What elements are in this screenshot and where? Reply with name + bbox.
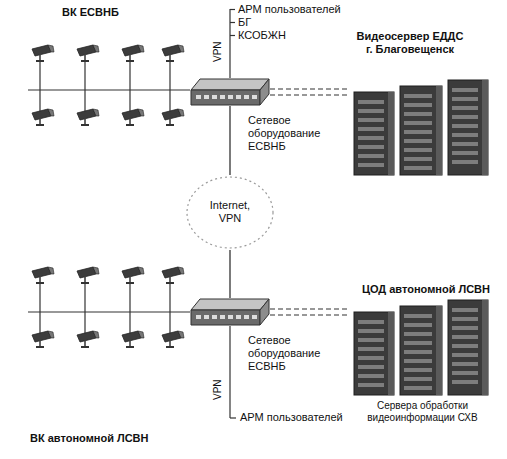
endpoint-label: АРМ пользователей — [240, 411, 343, 424]
network-link — [270, 309, 350, 315]
server-rack: ЦОД автономной ЛСВНСервера обработки вид… — [350, 300, 490, 395]
rack-shape — [350, 80, 490, 175]
network-link — [229, 250, 230, 298]
node-label: Сетевое оборудование ЕСВНБ — [248, 334, 343, 374]
switch-shape — [190, 78, 270, 106]
camera-icon — [32, 45, 184, 126]
group-label: ВК ЕСВНБ — [62, 6, 119, 19]
node-label: Видеосервер ЕДДС г. Благовещенск — [355, 30, 465, 56]
server-rack: Видеосервер ЕДДС г. Благовещенск — [350, 80, 490, 175]
switch-shape — [190, 298, 270, 326]
node-label: Сетевое оборудование ЕСВНБ — [248, 114, 343, 154]
endpoint-label: БГ — [238, 16, 251, 29]
endpoint-label: КСОБЖН — [238, 29, 286, 42]
link-label: VPN — [212, 379, 224, 400]
endpoint-label: АРМ пользователей — [238, 3, 341, 16]
rack-shape — [350, 300, 490, 395]
camera-group — [28, 62, 190, 112]
uplink-wire — [230, 326, 236, 418]
network-switch: Сетевое оборудование ЕСВНБ — [190, 298, 270, 326]
network-link — [229, 106, 230, 175]
network-cloud: Internet, VPN — [185, 175, 275, 250]
network-link — [270, 89, 350, 95]
network-switch: Сетевое оборудование ЕСВНБ — [190, 78, 270, 106]
node-label: ЦОД автономной ЛСВН — [340, 283, 490, 296]
link-label: VPN — [212, 41, 224, 62]
node-caption: Сервера обработки видеоинформации СХВ — [360, 400, 485, 424]
node-label: Internet, VPN — [197, 199, 263, 225]
camera-group — [28, 284, 190, 334]
camera-icon — [32, 267, 184, 348]
uplink-wire — [230, 9, 235, 78]
group-label: ВК автономной ЛСВН — [30, 432, 149, 445]
